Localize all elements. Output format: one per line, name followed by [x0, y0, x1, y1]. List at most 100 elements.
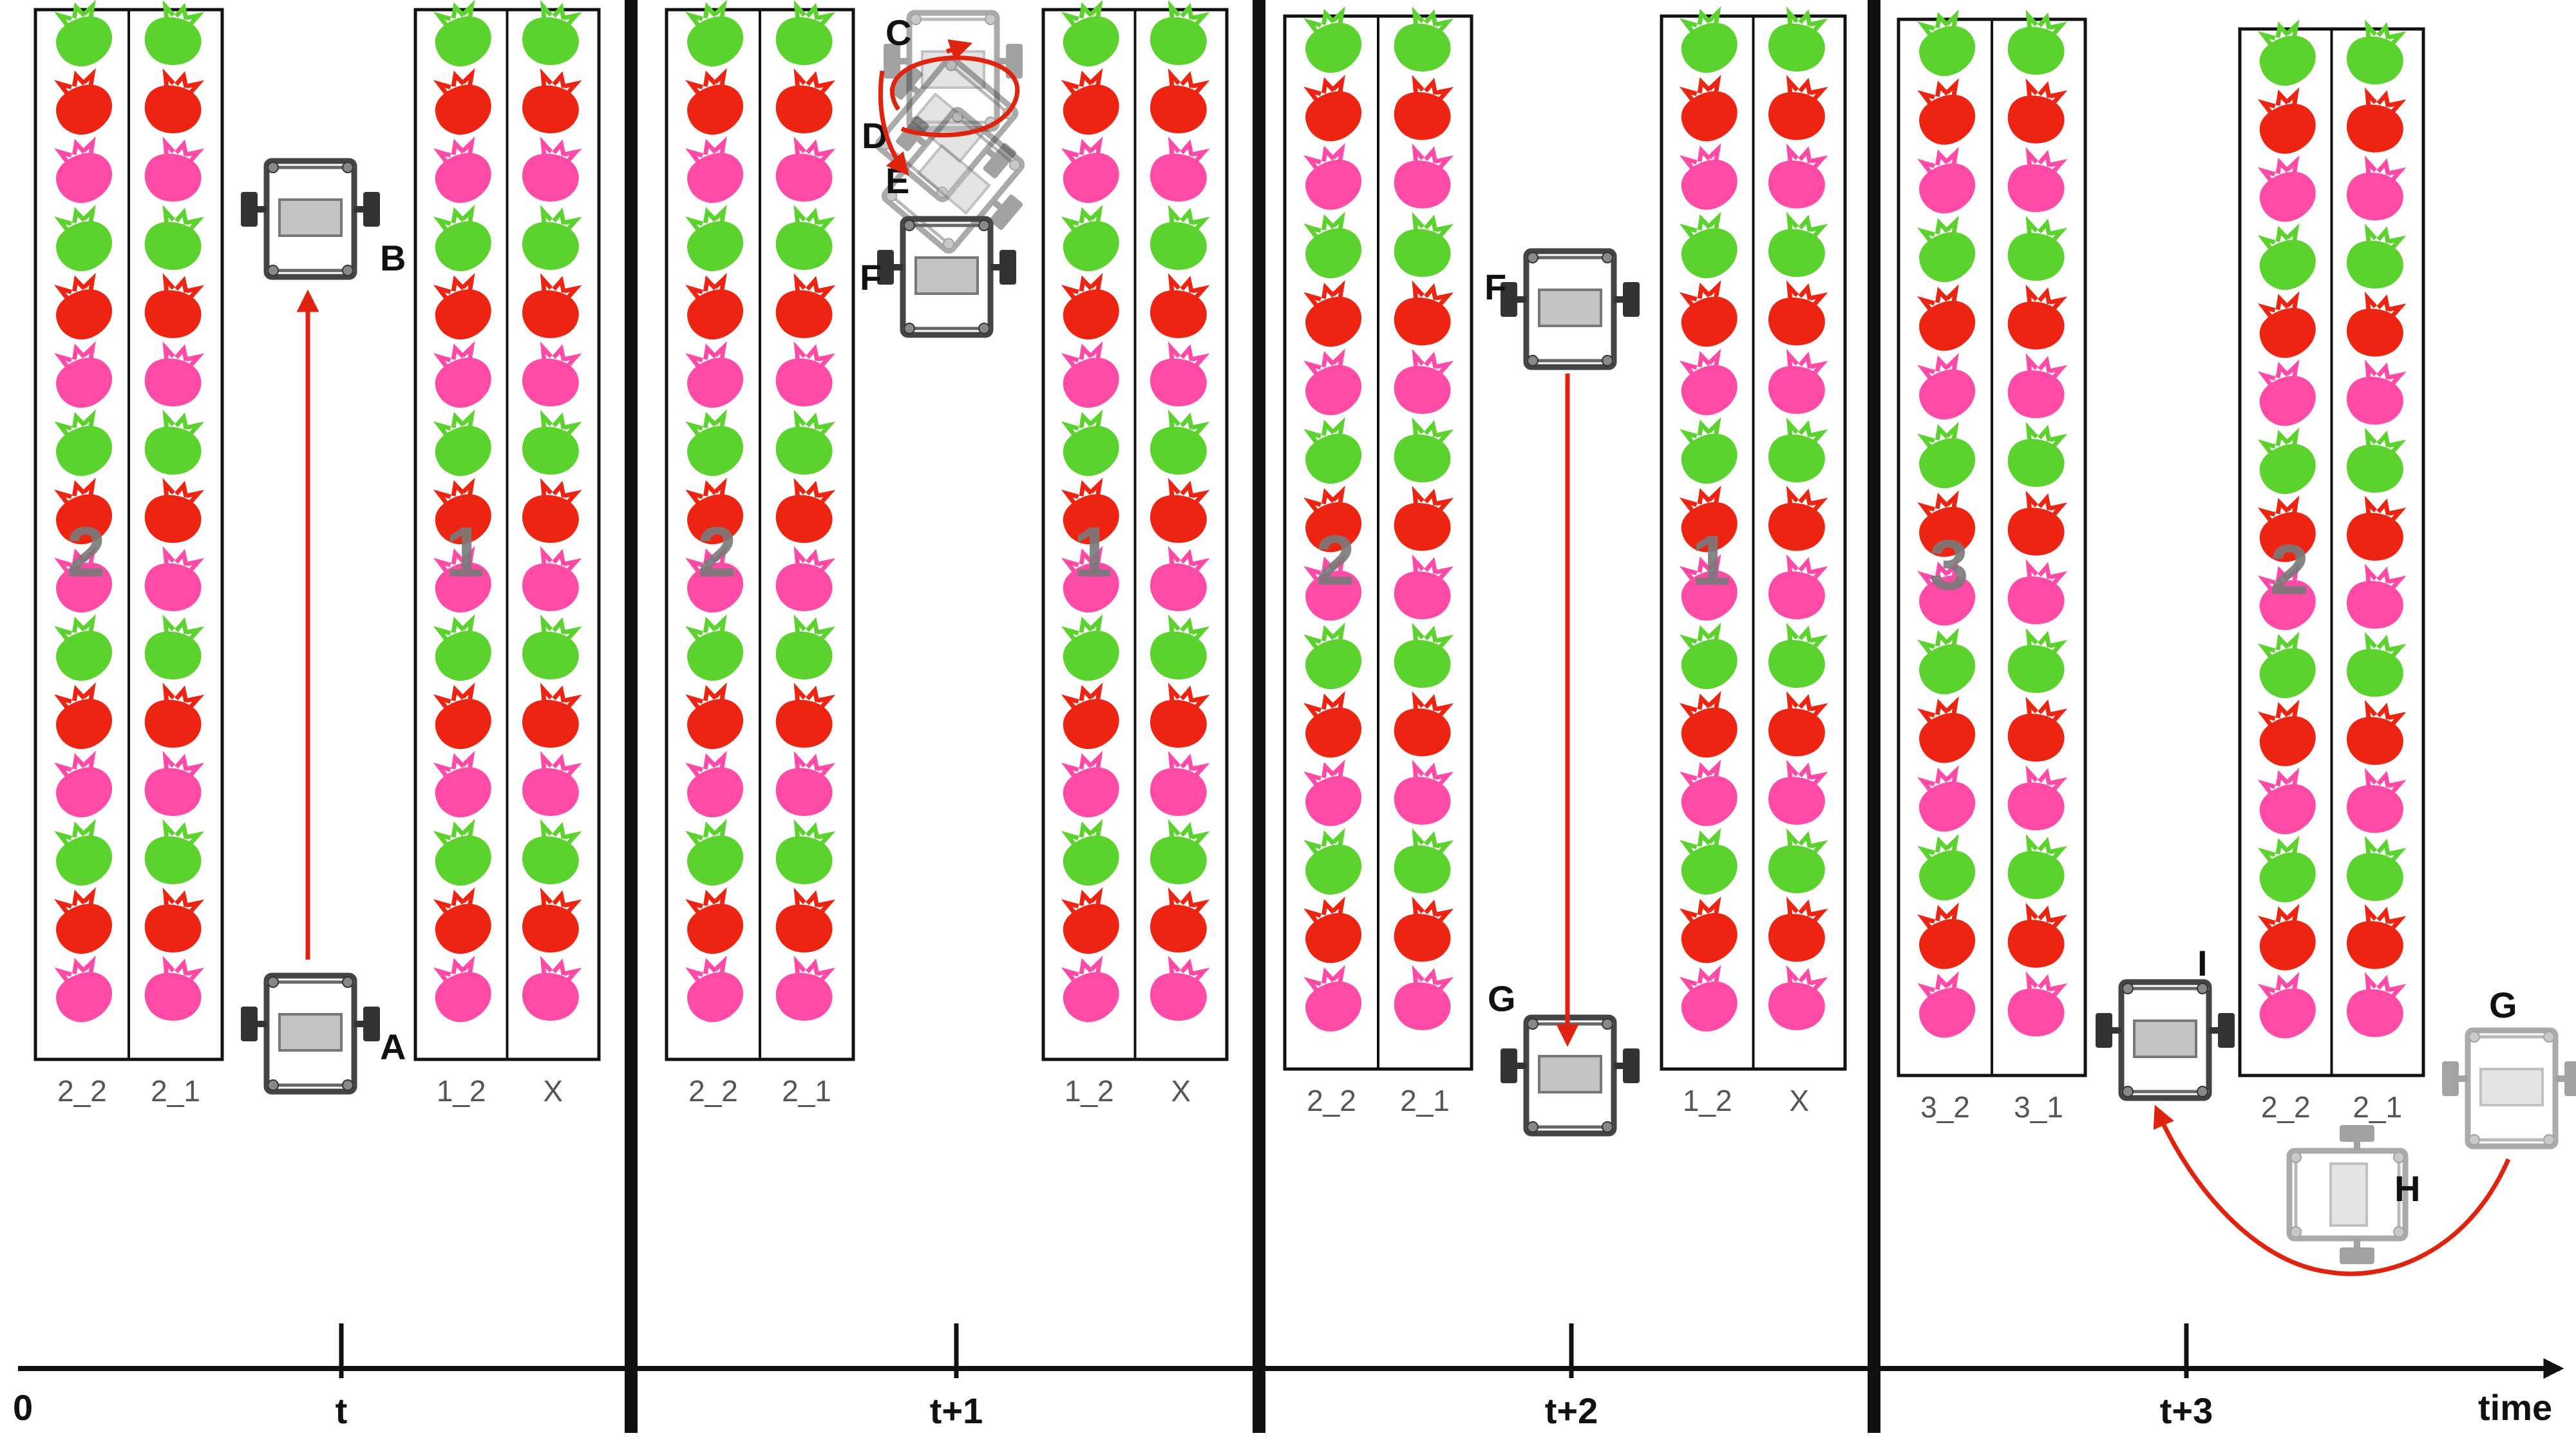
column-label: 2_2: [1307, 1084, 1356, 1117]
strawberry-icon: [1144, 340, 1216, 413]
strawberry-icon: [1912, 216, 1981, 287]
robot-icon: [875, 55, 1019, 202]
strawberry-icon: [2002, 627, 2073, 700]
strawberry-icon: [428, 137, 497, 207]
strawberry-icon: [428, 68, 497, 139]
strawberry-icon: [428, 683, 497, 753]
strawberry-icon: [516, 886, 588, 960]
strawberry-icon: [49, 205, 118, 276]
strawberry-icon: [138, 408, 210, 482]
strawberry-icon: [2341, 630, 2412, 704]
strawberry-icon: [2341, 563, 2412, 636]
column-label: 1_2: [437, 1074, 486, 1108]
strawberry-icon: [1056, 751, 1124, 822]
strawberry-icon: [1388, 621, 1459, 695]
time-tick-label: t: [336, 1390, 348, 1431]
strawberry-icon: [516, 135, 588, 209]
row-number: 2: [2269, 531, 2309, 610]
robot-position-label: G: [1488, 978, 1516, 1019]
strawberry-icon: [1912, 766, 1981, 837]
strawberry-icon: [770, 886, 841, 960]
strawberry-icon: [428, 887, 497, 958]
strawberry-icon: [516, 204, 588, 277]
strawberry-icon: [680, 205, 749, 276]
strawberry-icon: [770, 545, 841, 618]
strawberry-icon: [428, 819, 497, 890]
strawberry-icon: [428, 956, 497, 1027]
strawberry-icon: [1144, 613, 1216, 687]
strawberry-icon: [1298, 349, 1367, 420]
strawberry-icon: [2252, 700, 2321, 771]
strawberry-icon: [1144, 886, 1216, 960]
strawberry-icon: [49, 683, 118, 753]
strawberry-icon: [2341, 426, 2412, 500]
strawberry-icon: [1674, 760, 1743, 831]
strawberry-icon: [2252, 156, 2321, 227]
strawberry-icon: [770, 750, 841, 823]
strawberry-icon: [1144, 477, 1216, 550]
robot-icon: [2096, 979, 2235, 1101]
time-tick-label: t+3: [2160, 1390, 2213, 1431]
strawberry-icon: [2002, 214, 2073, 288]
strawberry-icon: [1144, 67, 1216, 140]
strawberry-icon: [2252, 904, 2321, 975]
strawberry-icon: [2341, 699, 2412, 772]
strawberry-icon: [680, 410, 749, 480]
rotation-arrow: [945, 39, 972, 61]
strawberry-icon: [2002, 77, 2073, 151]
strawberry-icon: [2002, 764, 2073, 838]
strawberry-icon: [1763, 485, 1834, 558]
motion-arrows: [296, 39, 2511, 1276]
robot-position-label: B: [380, 238, 406, 278]
motion-arrow: [2153, 1104, 2511, 1276]
strawberry-icon: [1912, 903, 1981, 974]
strawberry-icon: [1912, 628, 1981, 699]
column-label: 2_2: [2261, 1090, 2311, 1124]
strawberry-icon: [49, 956, 118, 1027]
strawberry-icon: [2341, 495, 2412, 568]
strawberry-icon: [2252, 836, 2321, 907]
strawberry-icon: [1056, 683, 1124, 753]
strawberry-icon: [1144, 681, 1216, 755]
strawberry-icon: [1763, 690, 1834, 764]
strawberry-icon: [1056, 68, 1124, 139]
time-axis-origin: 0: [13, 1387, 33, 1428]
strawberry-icon: [1388, 896, 1459, 969]
strawberry-icon: [2002, 489, 2073, 563]
strawberry-icon: [138, 340, 210, 413]
strawberry-icon: [2341, 767, 2412, 840]
strawberry-icon: [1388, 485, 1459, 558]
strawberry-icon: [2252, 972, 2321, 1043]
strawberry-icon: [1912, 834, 1981, 905]
strawberry-icon: [1144, 135, 1216, 209]
strawberry-icon: [2002, 421, 2073, 494]
strawberry-icon: [516, 340, 588, 413]
strawberry-icon: [1298, 75, 1367, 146]
strawberry-icon: [2252, 292, 2321, 363]
strawberry-icon: [1144, 818, 1216, 891]
strawberry-icon: [1056, 887, 1124, 958]
column-label: 2_1: [1400, 1084, 1450, 1117]
strawberry-icon: [2002, 696, 2073, 769]
strawberry-icon: [1298, 144, 1367, 214]
robot-position-label: I: [2197, 943, 2208, 983]
strawberry-icon: [1298, 692, 1367, 762]
strawberry-icon: [2002, 352, 2073, 426]
strawberry-icon: [1674, 144, 1743, 214]
row-number: 1: [445, 513, 484, 592]
strawberry-icon: [1674, 897, 1743, 968]
strawberry-icon: [2252, 223, 2321, 294]
strawberry-icon: [1912, 972, 1981, 1043]
strawberry-icon: [680, 68, 749, 139]
robot-position-label: A: [380, 1027, 406, 1067]
strawberry-icon: [770, 681, 841, 755]
strawberry-icon: [680, 751, 749, 822]
strawberry-icon: [49, 341, 118, 412]
strawberry-icon: [49, 137, 118, 207]
strawberry-icon: [1674, 965, 1743, 1036]
